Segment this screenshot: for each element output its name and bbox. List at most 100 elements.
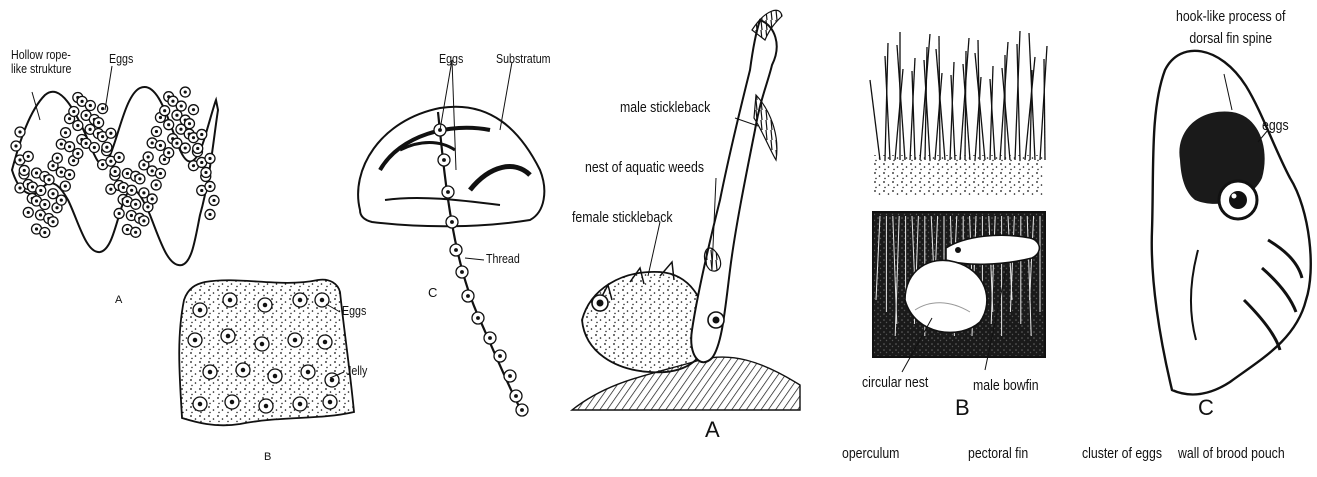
egg [268,369,282,383]
egg [456,266,468,278]
pectoral-fin-label: pectoral fin [968,446,1028,462]
egg [293,397,307,411]
egg [516,404,528,416]
egg [155,141,165,151]
bowfin-illustration [870,31,1047,372]
egg [56,195,66,205]
egg [318,335,332,349]
egg [114,152,124,162]
egg [201,167,211,177]
egg [205,181,215,191]
egg [484,332,496,344]
egg [127,185,137,195]
egg [131,199,141,209]
egg [193,397,207,411]
egg [221,329,235,343]
egg [23,151,33,161]
egg [205,153,215,163]
egg [442,186,454,198]
egg [184,119,194,129]
egg [259,399,273,413]
egg [258,298,272,312]
hollow-rope-label: Hollow rope- like strukture [11,48,71,75]
thread-eggs-label: Eggs [439,52,463,66]
egg [65,142,75,152]
egg [160,106,170,116]
egg [293,293,307,307]
egg [197,129,207,139]
egg [155,169,165,179]
egg [438,154,450,166]
egg [504,370,516,382]
egg [65,170,75,180]
panel-letter-b2: B [955,396,970,419]
egg [193,303,207,317]
jelly-label: Jelly [346,364,367,378]
egg [23,207,33,217]
egg-jelly-illustration [179,280,354,426]
operculum-label: operculum [842,446,899,462]
seahorse-head-illustration [1152,51,1311,395]
panel-letter-c2: C [1198,396,1214,419]
egg [255,337,269,351]
egg [510,390,522,402]
egg [288,333,302,347]
egg [73,148,83,158]
egg [40,227,50,237]
egg [223,293,237,307]
hook-process-label: hook-like process of dorsal fin spine [1176,6,1285,50]
egg [11,141,21,151]
egg [106,128,116,138]
egg-thread-illustration [358,60,544,416]
egg [203,365,217,379]
jelly-eggs-label: Eggs [342,304,366,318]
egg [225,395,239,409]
egg [61,128,71,138]
cluster-of-eggs-label: cluster of eggs [1082,446,1162,462]
female-stickleback-label: female stickleback [572,210,673,226]
egg [151,127,161,137]
egg [450,244,462,256]
rope-eggs-label: Eggs [109,52,133,66]
circular-nest-label: circular nest [862,375,928,391]
egg [164,120,174,130]
egg [48,217,58,227]
egg [193,143,203,153]
egg [188,105,198,115]
male-bowfin-label: male bowfin [973,378,1039,394]
wall-of-brood-pouch-label: wall of brood pouch [1178,446,1285,462]
panel-letter-a: A [115,295,122,307]
egg [19,165,29,175]
egg [188,333,202,347]
egg [60,181,70,191]
panel-letter-c: C [428,286,437,300]
egg [301,365,315,379]
egg [73,120,83,130]
egg [94,118,104,128]
nest-aquatic-weeds-label: nest of aquatic weeds [585,160,704,176]
egg [236,363,250,377]
egg [110,166,120,176]
egg [446,216,458,228]
egg [323,395,337,409]
head-eggs-label: eggs [1262,118,1289,134]
egg [151,180,161,190]
egg [52,153,62,163]
egg [131,227,141,237]
egg [44,175,54,185]
thread-label: Thread [486,252,520,266]
egg [143,152,153,162]
male-stickleback-label: male stickleback [620,100,710,116]
egg [89,142,99,152]
substratum-label: Substratum [496,52,551,66]
egg [164,148,174,158]
egg [147,194,157,204]
egg [139,216,149,226]
egg [15,127,25,137]
egg [40,199,50,209]
egg [85,100,95,110]
egg [205,209,215,219]
egg [135,174,145,184]
panel-letter-b: B [264,452,271,464]
